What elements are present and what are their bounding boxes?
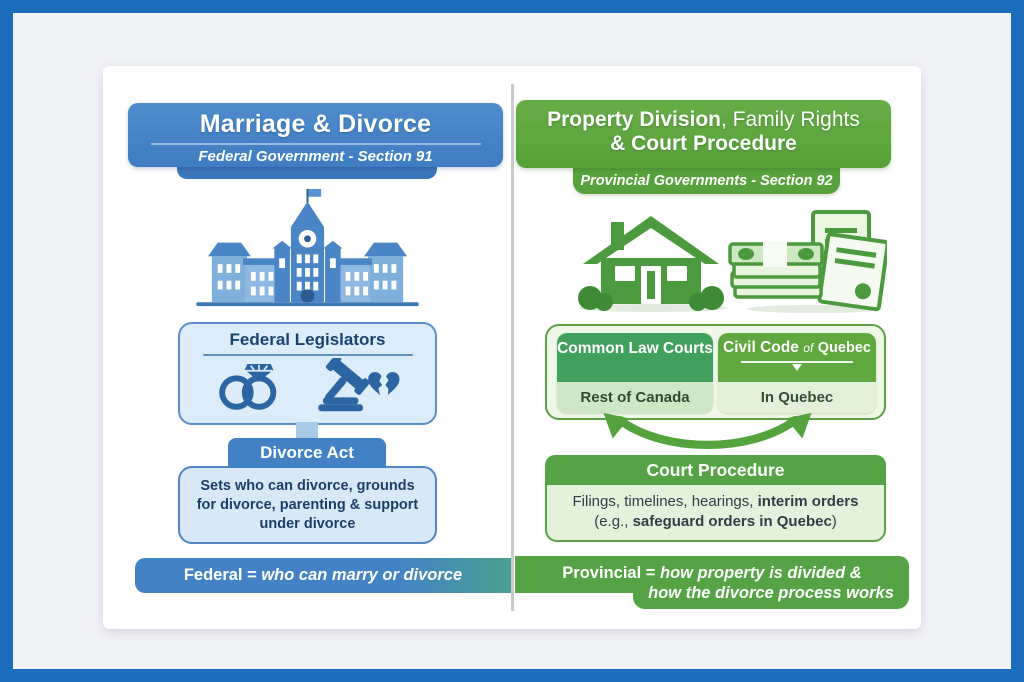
federal-subtitle: Federal Government - Section 91 xyxy=(198,148,433,165)
marriage-divorce-header: Marriage & Divorce Federal Government - … xyxy=(128,103,503,167)
federal-summary-text: who can marry or divorce xyxy=(261,566,463,584)
common-law-courts-box: Common Law Courts Rest of Canada xyxy=(557,333,713,413)
provincial-title-light: , Family Rights xyxy=(721,108,860,131)
provincial-summary-line2: how the divorce process works xyxy=(648,584,894,602)
header-divider-line xyxy=(150,143,481,145)
federal-legislators-title: Federal Legislators xyxy=(229,330,386,349)
provincial-summary-text1: how property is divided & xyxy=(659,564,862,582)
provincial-summary-bar: Provincial = how property is divided & h… xyxy=(515,556,913,609)
house-icon xyxy=(578,216,724,311)
column-divider xyxy=(511,84,514,611)
money-stack-icon xyxy=(728,241,824,299)
federal-header-tab xyxy=(177,165,437,179)
down-arrow-icon xyxy=(792,364,802,376)
property-division-header: Property Division, Family Rights & Court… xyxy=(516,100,891,168)
federal-summary-label: Federal = xyxy=(183,566,257,584)
court-procedure-line2: (e.g., safeguard orders in Quebec) xyxy=(547,512,884,532)
legal-documents-icon xyxy=(811,210,890,312)
legislators-icons-row xyxy=(180,354,435,417)
wedding-rings-icon xyxy=(211,359,287,416)
civil-code-box: Civil Code of Quebec In Quebec xyxy=(718,333,876,413)
provincial-title-line2: & Court Procedure xyxy=(610,132,797,155)
federal-legislators-box: Federal Legislators xyxy=(178,322,437,425)
parliament-building-icon xyxy=(190,188,425,315)
civil-code-region: In Quebec xyxy=(718,382,876,413)
provincial-summary-bar-extension xyxy=(633,592,909,609)
box-connector xyxy=(296,422,318,440)
provincial-summary-line1: Provincial = how property is divided & xyxy=(515,564,909,583)
court-procedure-header: Court Procedure xyxy=(545,455,886,485)
common-law-title: Common Law Courts xyxy=(557,333,713,382)
court-body-bold: interim orders xyxy=(757,493,859,510)
provincial-title-line1: Property Division, Family Rights xyxy=(516,100,891,132)
civil-code-divider-line xyxy=(741,361,853,363)
civil-code-title-area: Civil Code of Quebec xyxy=(718,333,876,382)
divorce-act-description: Sets who can divorce, grounds for divorc… xyxy=(178,466,437,544)
court-body-paren: ) xyxy=(831,513,837,531)
provincial-subtitle-tab: Provincial Governments - Section 92 xyxy=(573,168,840,194)
provincial-summary-bar-main xyxy=(515,556,909,593)
legislators-divider-line xyxy=(202,354,413,356)
court-body-text: Filings, timelines, hearings, xyxy=(572,493,754,510)
civil-code-title: Civil Code xyxy=(723,339,799,356)
federal-title: Marriage & Divorce xyxy=(199,110,432,138)
common-law-region: Rest of Canada xyxy=(557,382,713,413)
exchange-arrow-icon xyxy=(590,411,825,460)
court-procedure-description: Filings, timelines, hearings, interim or… xyxy=(545,484,886,542)
federal-summary-bar: Federal = who can marry or divorce xyxy=(135,558,511,593)
provincial-summary-label: Provincial = xyxy=(562,564,656,582)
civil-code-of: of xyxy=(803,341,814,355)
infographic-card: Marriage & Divorce Federal Government - … xyxy=(103,66,921,629)
civil-code-quebec: Quebec xyxy=(817,340,871,356)
court-body-eg: (e.g., xyxy=(594,513,629,531)
gavel-broken-heart-icon xyxy=(311,354,405,417)
property-icons-row xyxy=(575,206,890,319)
court-body-safeguard: safeguard orders in Quebec xyxy=(632,513,832,531)
divorce-act-header: Divorce Act xyxy=(228,438,386,468)
canada-flag-icon xyxy=(308,188,322,197)
court-procedure-line1: Filings, timelines, hearings, interim or… xyxy=(547,492,884,512)
provincial-title-bold: Property Division xyxy=(547,108,722,131)
legal-systems-container: Common Law Courts Rest of Canada Civil C… xyxy=(545,324,886,420)
